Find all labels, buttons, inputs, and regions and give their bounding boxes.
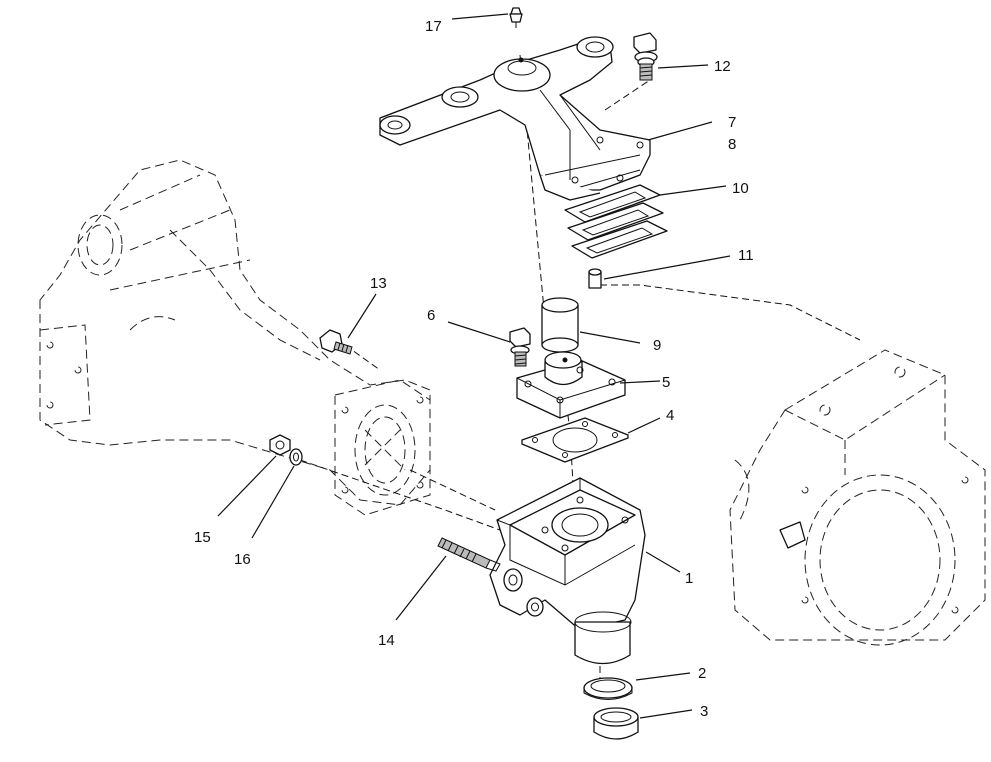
bolt-part-12 bbox=[633, 32, 658, 81]
stud-part-14 bbox=[437, 537, 501, 572]
steering-arm-part-7 bbox=[379, 36, 651, 201]
bearing-part-3 bbox=[593, 707, 639, 740]
callout-5: 5 bbox=[662, 374, 670, 391]
bushing-part-9 bbox=[541, 297, 579, 353]
axle-housing-left bbox=[39, 159, 431, 516]
callout-16: 16 bbox=[234, 551, 251, 568]
gasket-part-4 bbox=[521, 417, 629, 463]
grease-fitting-part-17 bbox=[509, 7, 523, 28]
callout-17: 17 bbox=[425, 18, 442, 35]
bolt-part-6 bbox=[509, 327, 531, 367]
callout-3: 3 bbox=[700, 703, 708, 720]
callout-15: 15 bbox=[194, 529, 211, 546]
housing-right bbox=[729, 349, 986, 646]
callout-7: 7 bbox=[728, 114, 736, 131]
callout-11: 11 bbox=[738, 247, 754, 264]
callout-13: 13 bbox=[370, 275, 387, 292]
dowel-pin-part-11 bbox=[588, 268, 602, 289]
callout-14: 14 bbox=[378, 632, 395, 649]
callout-8: 8 bbox=[728, 136, 736, 153]
callout-9: 9 bbox=[653, 337, 661, 354]
leader-lines bbox=[217, 13, 731, 719]
callout-12: 12 bbox=[714, 58, 731, 75]
callout-labels: 17 12 7 8 10 11 13 6 9 5 4 15 16 1 14 2 … bbox=[194, 18, 754, 720]
washer-part-16 bbox=[289, 448, 303, 466]
nut-part-15 bbox=[269, 434, 291, 456]
cap-part-5 bbox=[516, 351, 626, 419]
callout-6: 6 bbox=[427, 307, 435, 324]
shims-part-10 bbox=[564, 184, 668, 259]
bolt-part-13 bbox=[319, 329, 353, 355]
callout-4: 4 bbox=[666, 407, 674, 424]
callout-10: 10 bbox=[732, 180, 749, 197]
knuckle-part-1 bbox=[489, 477, 646, 665]
callout-2: 2 bbox=[698, 665, 706, 682]
seal-part-2 bbox=[583, 677, 633, 700]
callout-1: 1 bbox=[685, 570, 693, 587]
